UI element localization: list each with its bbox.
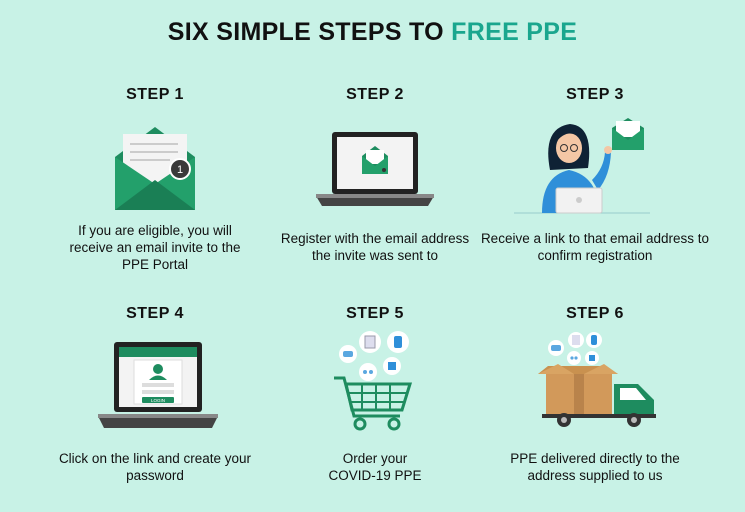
title-accent: FREE PPE: [451, 18, 578, 46]
step-2-label: STEP 2: [346, 86, 404, 103]
step-6-desc-wrap: PPE delivered directly to the address su…: [480, 450, 710, 484]
laptop-envelope-icon: [316, 132, 434, 206]
step-2: STEP 2: [260, 86, 490, 104]
page-title: SIX SIMPLE STEPS TO FREE PPE: [0, 18, 745, 47]
woman-laptop-icon: [514, 118, 650, 214]
step-3-label: STEP 3: [566, 86, 624, 103]
title-main: SIX SIMPLE STEPS TO: [167, 18, 452, 46]
delivery-truck-icon: [538, 332, 656, 427]
step-3-text: Receive a link to that email address to …: [480, 231, 710, 263]
shopping-cart-icon: [334, 331, 413, 431]
step-4-desc-wrap: Click on the link and create your passwo…: [40, 450, 270, 484]
step-1-desc-wrap: If you are eligible, you will receive an…: [40, 222, 270, 273]
step-1-label: STEP 1: [126, 86, 184, 103]
step-5-desc-wrap: Order your COVID-19 PPE: [260, 450, 490, 484]
step-6-text: PPE delivered directly to the address su…: [510, 451, 680, 483]
notification-badge: 1: [177, 164, 183, 176]
step-5-text: Order your COVID-19 PPE: [328, 451, 422, 483]
step-5-label: STEP 5: [346, 305, 404, 322]
step-1: STEP 1: [40, 86, 270, 104]
step-3: STEP 3: [480, 86, 710, 104]
step-4: STEP 4: [40, 305, 270, 323]
step-6: STEP 6: [480, 305, 710, 323]
envelope-icon: 1: [115, 127, 195, 210]
login-button: LOGIN: [151, 398, 165, 403]
step-2-desc-wrap: Register with the email address the invi…: [260, 230, 490, 264]
laptop-login-icon: LOGIN: [98, 342, 218, 428]
step-6-label: STEP 6: [566, 305, 624, 322]
step-1-text: If you are eligible, you will receive an…: [69, 223, 241, 272]
step-3-desc-wrap: Receive a link to that email address to …: [480, 230, 710, 264]
step-5: STEP 5: [260, 305, 490, 323]
step-4-text: Click on the link and create your passwo…: [58, 451, 252, 483]
step-2-text: Register with the email address the invi…: [280, 231, 470, 263]
step-4-label: STEP 4: [126, 305, 184, 322]
